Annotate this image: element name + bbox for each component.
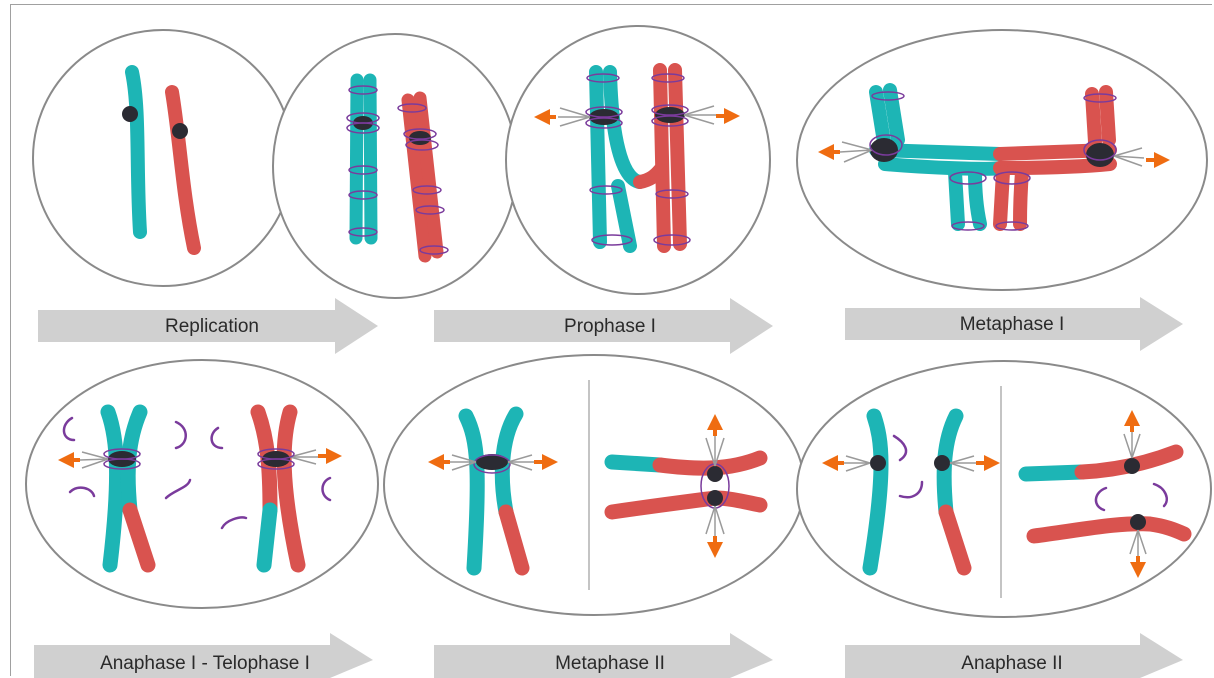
cell-metaphase-ii	[384, 355, 804, 615]
cell-metaphase-i	[797, 30, 1207, 290]
cell-replication-before	[33, 30, 293, 286]
stage-arrow-metaphase-i: Metaphase I	[845, 297, 1183, 351]
stage-label: Anaphase II	[961, 653, 1062, 674]
centromere	[122, 106, 138, 122]
cell-replication-after	[273, 34, 517, 298]
stage-arrow-anaphase-ii: Anaphase II	[845, 633, 1183, 678]
stage-label: Replication	[165, 316, 259, 337]
stage-arrow-prophase-i: Prophase I	[434, 298, 773, 354]
stage-label: Metaphase I	[960, 314, 1065, 335]
cell-anaphase-i-telophase-i	[26, 360, 378, 608]
stage-arrow-replication: Replication	[38, 298, 378, 354]
cell-anaphase-ii	[797, 361, 1211, 617]
chromosome-teal	[132, 72, 140, 232]
centromere	[172, 123, 188, 139]
cell-prophase-i	[506, 26, 770, 294]
stage-arrow-metaphase-ii: Metaphase II	[434, 633, 773, 678]
stage-arrow-anaphase-i-telophase-i: Anaphase I - Telophase I	[34, 633, 373, 678]
stage-label: Prophase I	[564, 316, 656, 337]
stage-label: Anaphase I - Telophase I	[100, 653, 310, 674]
stage-label: Metaphase II	[555, 653, 665, 674]
